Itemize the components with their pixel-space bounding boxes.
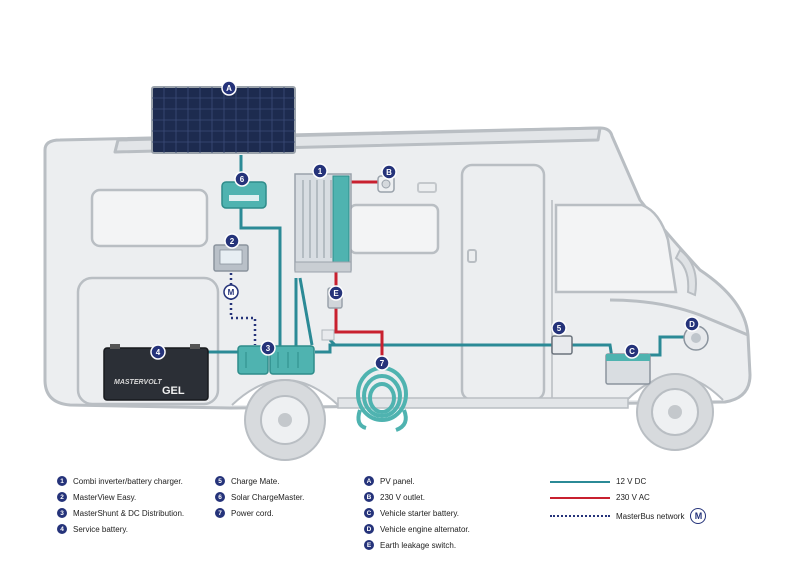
legend-text: Vehicle starter battery. [380, 508, 459, 518]
pv-panel [151, 86, 296, 154]
legend-text: Service battery. [73, 524, 128, 534]
masterbus-node-icon: M [223, 284, 239, 300]
legend-badge: 6 [215, 492, 225, 502]
front-wheel [626, 373, 724, 451]
charge-mate [551, 335, 573, 355]
legend-line-bus: MasterBus network M [550, 508, 707, 524]
starter-battery [605, 353, 651, 385]
rear-wheel [231, 379, 339, 461]
legend-item-B: B 230 V outlet. [364, 492, 425, 502]
badge-A: A [221, 80, 237, 96]
cab-window [554, 203, 678, 294]
legend-text: 230 V outlet. [380, 492, 425, 502]
engine-alternator [683, 325, 709, 351]
badge-3: 3 [260, 340, 276, 356]
badge-1: 1 [312, 163, 328, 179]
legend-item-4: 4 Service battery. [57, 524, 128, 534]
badge-C: C [624, 343, 640, 359]
svg-text:B: B [386, 168, 392, 177]
legend-item-C: C Vehicle starter battery. [364, 508, 459, 518]
rear-window [90, 188, 209, 248]
door-handle [467, 249, 477, 263]
legend-item-A: A PV panel. [364, 476, 415, 486]
legend-line-label: MasterBus network [616, 511, 685, 521]
legend-text: Charge Mate. [231, 476, 280, 486]
svg-text:E: E [333, 289, 339, 298]
side-skirt [337, 397, 629, 409]
legend-badge: D [364, 524, 374, 534]
small-panel [321, 329, 335, 341]
cab-hood [609, 298, 749, 337]
legend-badge: 5 [215, 476, 225, 486]
legend-line-label: 12 V DC [616, 477, 647, 486]
legend-item-6: 6 Solar ChargeMaster. [215, 492, 304, 502]
bus-line-swatch [550, 515, 610, 517]
svg-text:D: D [689, 320, 695, 329]
legend-line-label: 230 V AC [616, 493, 650, 502]
masterview-easy [213, 244, 249, 272]
legend-item-E: E Earth leakage switch. [364, 540, 456, 550]
svg-text:4: 4 [156, 348, 161, 357]
masterbus-icon: M [690, 508, 707, 524]
svg-text:5: 5 [557, 324, 562, 333]
masterbus-icon-letter: M [694, 511, 703, 521]
legend-badge: 1 [57, 476, 67, 486]
svg-text:3: 3 [266, 344, 271, 353]
legend-text: Vehicle engine alternator. [380, 524, 470, 534]
battery-brand: MASTERVOLT [114, 379, 162, 386]
svg-text:6: 6 [240, 175, 245, 184]
legend-text: Solar ChargeMaster. [231, 492, 305, 502]
mastershunt-dc-distribution [237, 345, 315, 375]
combi-inverter [294, 173, 352, 273]
badge-E: E [328, 285, 344, 301]
dc-line-swatch [550, 480, 610, 483]
legend-item-3: 3 MasterShunt & DC Distribution. [57, 508, 184, 518]
legend-text: MasterView Easy. [73, 492, 137, 502]
legend-badge: E [364, 540, 374, 550]
vent-1 [417, 182, 437, 193]
badge-6: 6 [234, 171, 250, 187]
legend-text: Combi inverter/battery charger. [73, 476, 183, 486]
legend-badge: B [364, 492, 374, 502]
legend-badge: 3 [57, 508, 67, 518]
legend-item-7: 7 Power cord. [215, 508, 274, 518]
svg-text:A: A [226, 84, 232, 93]
legend-badge: 4 [57, 524, 67, 534]
svg-text:C: C [629, 347, 635, 356]
outlet-230v [377, 175, 395, 193]
legend-badge: 7 [215, 508, 225, 518]
badge-2: 2 [224, 233, 240, 249]
dc-wiring [208, 155, 685, 359]
legend-badge: 2 [57, 492, 67, 502]
legend-item-2: 2 MasterView Easy. [57, 492, 136, 502]
svg-text:M: M [228, 288, 235, 297]
badge-5: 5 [551, 320, 567, 336]
svg-text:1: 1 [318, 167, 323, 176]
legend-line-dc: 12 V DC [550, 477, 646, 486]
badge-7: 7 [374, 355, 390, 371]
legend-item-1: 1 Combi inverter/battery charger. [57, 476, 183, 486]
legend-text: PV panel. [380, 476, 415, 486]
side-window [348, 203, 440, 255]
svg-text:2: 2 [230, 237, 235, 246]
side-mirror [674, 248, 697, 297]
badge-4: 4 [150, 344, 166, 360]
svg-text:7: 7 [380, 359, 385, 368]
service-battery: MASTERVOLT GEL [103, 344, 209, 401]
legend-text: Power cord. [231, 508, 274, 518]
entry-door [460, 163, 546, 402]
badge-D: D [684, 316, 700, 332]
battery-type: GEL [162, 385, 185, 397]
badge-B: B [381, 164, 397, 180]
legend-text: Earth leakage switch. [380, 540, 457, 550]
ac-line-swatch [550, 496, 610, 499]
legend-text: MasterShunt & DC Distribution. [73, 508, 185, 518]
legend-badge: C [364, 508, 374, 518]
legend-badge: A [364, 476, 374, 486]
legend-line-ac: 230 V AC [550, 493, 650, 502]
legend-item-D: D Vehicle engine alternator. [364, 524, 470, 534]
legend-item-5: 5 Charge Mate. [215, 476, 279, 486]
